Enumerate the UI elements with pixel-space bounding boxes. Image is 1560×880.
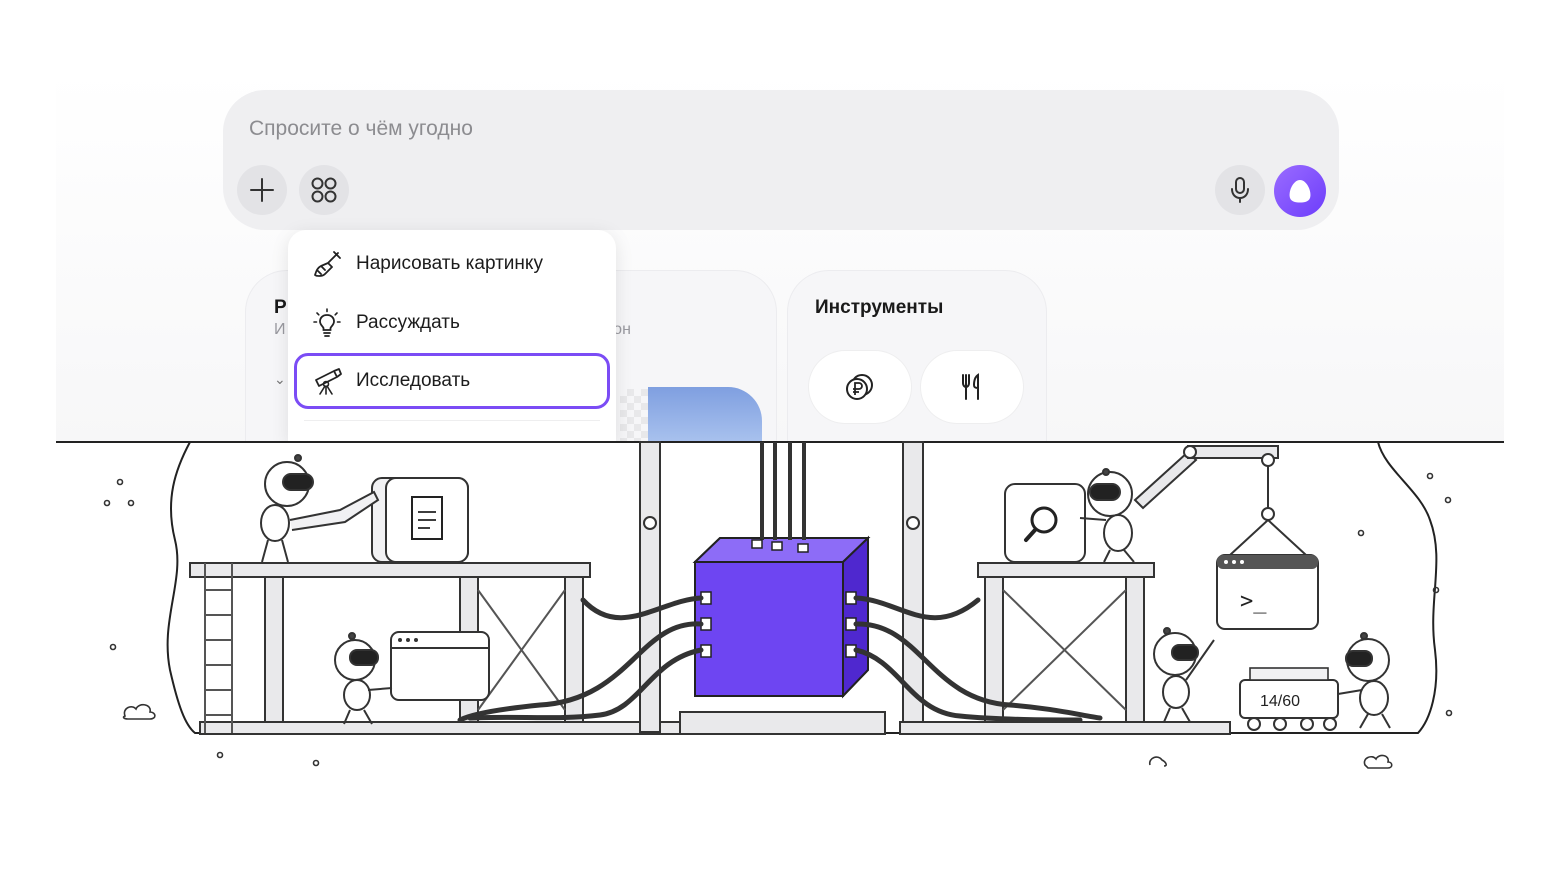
search-input[interactable] bbox=[247, 110, 1151, 148]
add-button[interactable] bbox=[237, 165, 287, 215]
ruble-coins-icon bbox=[846, 374, 873, 400]
robot-figure bbox=[1079, 468, 1135, 563]
fork-knife-icon bbox=[962, 373, 979, 400]
chevron-down-icon: ⌄ bbox=[274, 371, 286, 387]
alice-icon bbox=[1289, 180, 1311, 203]
search-box bbox=[1004, 483, 1086, 563]
mode-dropdown-menu: Нарисовать картинку Рассуждать Исследова… bbox=[288, 230, 616, 442]
processing-cube bbox=[679, 442, 886, 735]
menu-item-label: Исследовать bbox=[356, 370, 471, 391]
tools-card: Инструменты bbox=[787, 270, 1047, 443]
prompt-bar bbox=[223, 90, 1339, 230]
apps-grid-icon bbox=[311, 177, 337, 203]
terminal-window: >_ bbox=[1216, 554, 1319, 630]
menu-item-draw-picture[interactable]: Нарисовать картинку bbox=[294, 238, 610, 290]
browser-window-box bbox=[390, 631, 490, 701]
apps-button[interactable] bbox=[299, 165, 349, 215]
menu-item-research[interactable]: Исследовать bbox=[294, 353, 610, 409]
background-preview bbox=[648, 387, 762, 443]
robot-figure bbox=[1153, 627, 1215, 723]
menu-item-label: Рассуждать bbox=[356, 312, 460, 333]
tools-card-title: Инструменты bbox=[815, 297, 944, 318]
brush-icon bbox=[310, 249, 344, 279]
mode-card-title: Р bbox=[274, 297, 287, 318]
progress-cart: 14/60 bbox=[1239, 667, 1339, 731]
document-box bbox=[371, 477, 469, 563]
svg-text:>_: >_ bbox=[1240, 589, 1267, 614]
telescope-icon bbox=[310, 366, 344, 396]
robot-figure bbox=[334, 632, 393, 725]
lightbulb-icon bbox=[310, 308, 344, 338]
robot-figure bbox=[260, 454, 380, 563]
robot-figure bbox=[1337, 632, 1391, 729]
microphone-button[interactable] bbox=[1215, 165, 1265, 215]
currency-tool-button[interactable] bbox=[809, 351, 911, 423]
recipes-tool-button[interactable] bbox=[921, 351, 1023, 423]
microphone-icon bbox=[1231, 177, 1249, 203]
svg-text:14/60: 14/60 bbox=[1260, 693, 1300, 710]
mode-card-subtitle: И bbox=[274, 321, 286, 338]
menu-divider bbox=[304, 420, 600, 421]
alice-assistant-button[interactable] bbox=[1274, 165, 1326, 217]
menu-item-reason[interactable]: Рассуждать bbox=[294, 297, 610, 349]
transparency-preview bbox=[620, 389, 648, 443]
plus-icon bbox=[250, 178, 274, 202]
menu-item-label: Нарисовать картинку bbox=[356, 253, 543, 274]
cloud-icon bbox=[122, 703, 1393, 769]
